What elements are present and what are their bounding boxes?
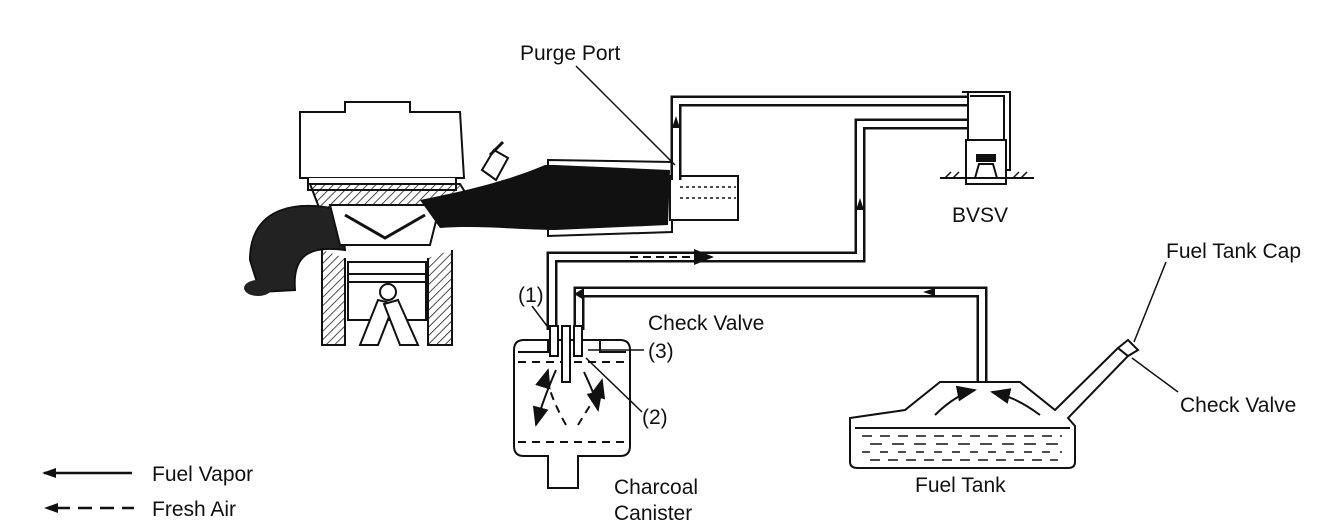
fresh-air-legend-arrow xyxy=(44,503,58,513)
tank-cap-leader xyxy=(1133,261,1167,343)
purge-line xyxy=(670,95,968,180)
port-1-leader xyxy=(531,305,551,331)
port-1-label: (1) xyxy=(518,284,544,307)
bvsv-label: BVSV xyxy=(952,204,1008,227)
fuel-vapor-legend-arrow xyxy=(42,468,56,478)
port-2-label: (2) xyxy=(642,406,668,429)
bvsv-to-canister-line xyxy=(546,118,968,330)
legend: Fuel Vapor Fresh Air xyxy=(42,463,253,521)
tank-check-valve-label: Check Valve xyxy=(1180,394,1296,417)
port-2-leader xyxy=(585,357,643,413)
engine xyxy=(244,101,673,346)
throttle-body xyxy=(669,175,739,221)
charcoal-label: Charcoal xyxy=(614,476,698,499)
charcoal-canister xyxy=(513,325,631,489)
fuel-tank-cap-label: Fuel Tank Cap xyxy=(1166,240,1301,263)
canister-check-valve-label: Check Valve xyxy=(648,312,764,335)
tank-check-valve-leader xyxy=(1131,357,1179,393)
bvsv-valve xyxy=(940,91,1034,185)
tank-to-canister-line xyxy=(573,286,988,382)
purge-port-label: Purge Port xyxy=(520,42,621,65)
fuel-vapor-legend-label: Fuel Vapor xyxy=(152,463,253,486)
fuel-tank xyxy=(849,338,1140,469)
purge-port-leader xyxy=(575,65,676,166)
port-3-label: (3) xyxy=(648,340,674,363)
fresh-air-legend-label: Fresh Air xyxy=(152,498,236,521)
fuel-tank-label: Fuel Tank xyxy=(915,474,1006,497)
canister-label: Canister xyxy=(614,502,692,525)
